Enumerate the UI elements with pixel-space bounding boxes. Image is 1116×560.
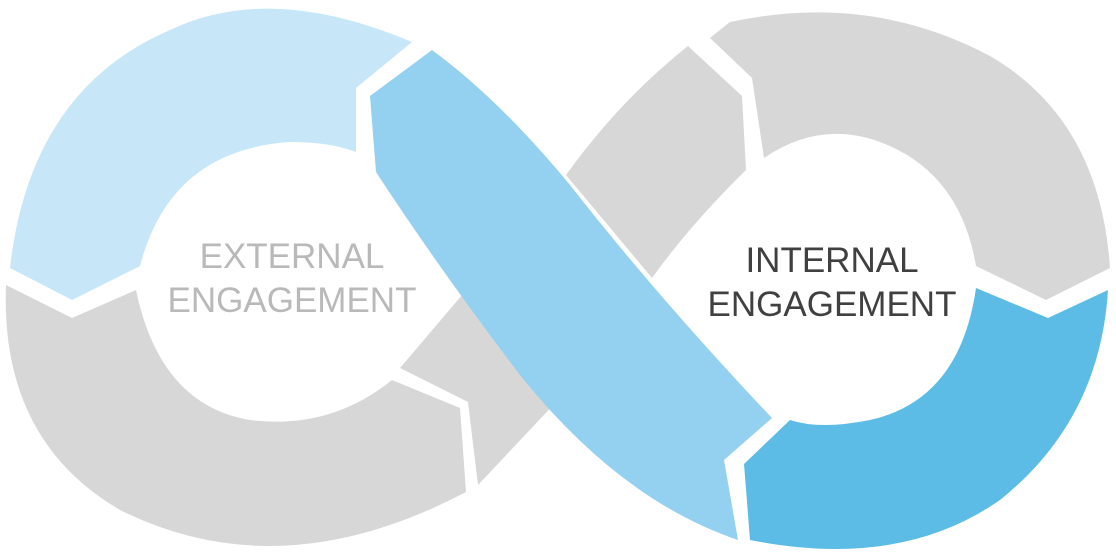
- left-top-segment: [10, 8, 412, 301]
- right-inner-segment: [566, 46, 746, 278]
- right-top-segment: [710, 12, 1110, 300]
- internal-engagement-label-line2: ENGAGEMENT: [708, 285, 957, 324]
- internal-engagement-label-line1: INTERNAL: [745, 241, 918, 280]
- left-bottom-segment: [5, 285, 466, 546]
- crossing-band-segment: [370, 50, 772, 540]
- external-engagement-label-line1: EXTERNAL: [200, 237, 385, 276]
- right-bottom-segment: [744, 288, 1108, 549]
- external-engagement-label-line2: ENGAGEMENT: [168, 281, 417, 320]
- left-crossing-segment: [400, 288, 558, 485]
